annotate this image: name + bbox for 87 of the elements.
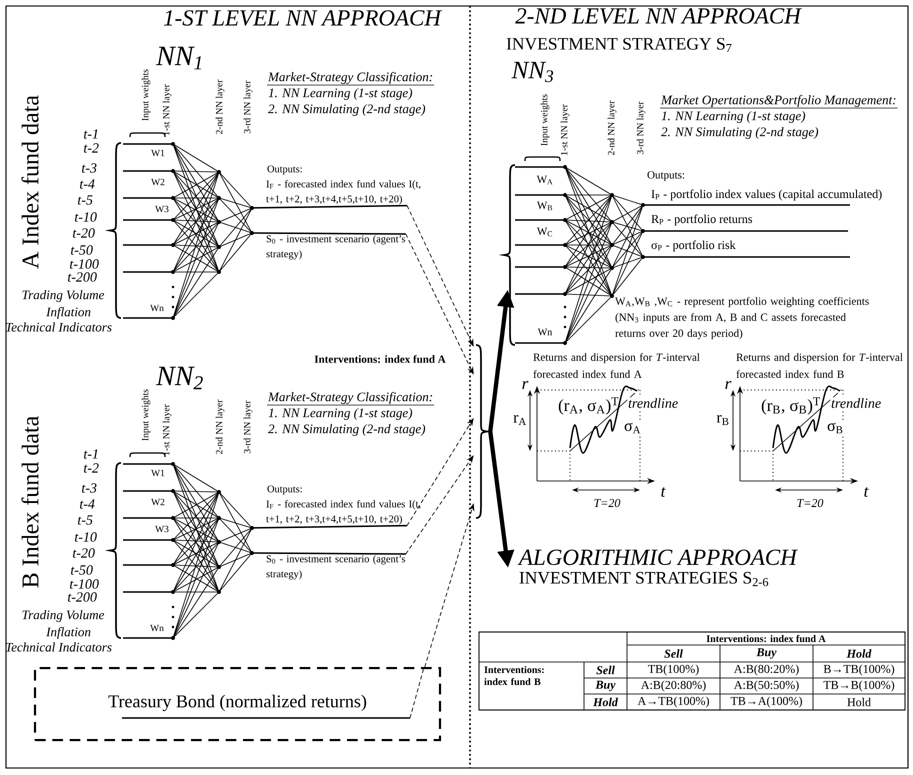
section-heading: Market-Strategy Classification:: [266, 72, 434, 86]
output-line: [252, 552, 406, 555]
column-header: Buy: [756, 648, 777, 659]
chart-title: Returns and dispersion for T-interval forecasted index fund B: [736, 353, 903, 378]
input-label: t-4: [80, 499, 95, 509]
axis-label: r: [725, 381, 732, 389]
list-item: 1. NN Learning (1-st stage): [268, 408, 412, 420]
layer-label: 3-rd NN layer: [244, 80, 252, 134]
trendline-label: trendline: [627, 397, 679, 409]
table-cell: TB→B(100%): [824, 680, 894, 692]
table-cell: A:B(20:80%): [640, 680, 706, 692]
brace: [476, 344, 488, 519]
input-label: Technical Indicators: [6, 642, 112, 652]
layer-label: 2-nd NN layer: [216, 400, 224, 454]
output-heading: Outputs:: [268, 486, 302, 495]
section-title: 1-ST LEVEL NN APPROACH: [164, 10, 442, 26]
output-heading: Outputs:: [268, 166, 302, 175]
section-title: INVESTMENT STRATEGY S$_{7}$: [506, 38, 732, 52]
layer-label: Input weights: [540, 94, 550, 146]
input-label: t-50: [71, 245, 93, 255]
table-cell: TB→A(100%): [730, 696, 802, 708]
trendline-label: trendline: [830, 397, 882, 409]
input-label: t-200: [68, 592, 97, 602]
row-header: Buy: [595, 680, 616, 692]
section-title: ALGORITHMIC APPROACH INVESTMENT STRATEGIES S$_{2-6}$: [518, 550, 798, 586]
input-label: t-10: [75, 212, 97, 222]
side-label: A Index fund data: [21, 95, 39, 269]
axis-label: t: [864, 487, 869, 497]
output-line: [252, 524, 408, 529]
input-label: t-20: [73, 228, 95, 238]
axis-label: r: [522, 381, 528, 389]
list-item: 2. NN Simulating (2-nd stage): [661, 127, 818, 139]
input-label: Inflation: [46, 307, 90, 319]
axis-label: t: [661, 487, 666, 497]
network-title: NN$_{2}$: [156, 366, 203, 390]
brace-label: Interventions: index fund A: [312, 354, 448, 364]
dashed-box: Treasury Bond (normalized returns): [34, 666, 442, 742]
row-header: Hold: [593, 698, 618, 706]
table-cell: A:B(80:20%): [734, 664, 799, 676]
point-label: σ$_{B}$: [826, 422, 844, 434]
table-cell: A→TB(100%): [638, 696, 709, 708]
output-line: [252, 204, 408, 209]
layer-label: 2-nd NN layer: [216, 80, 224, 134]
table-cell: B→TB(100%): [824, 664, 894, 676]
list-item: 2. NN Simulating (2-nd stage): [268, 104, 426, 116]
list-item: 1. NN Learning (1-st stage): [662, 111, 806, 123]
point-label: (r$_{A}$, σ$_{A}$)$^{T}$: [558, 397, 618, 415]
list-item: 2. NN Simulating (2-nd stage): [268, 424, 426, 436]
output-line: [252, 232, 406, 235]
column-header: Sell: [664, 649, 683, 658]
input-label: t-1: [84, 449, 98, 459]
output-text: S$_{0}$ - investment scenario (agent’s strategy): [266, 235, 406, 260]
input-label: t-20: [73, 548, 95, 558]
input-label: Inflation: [46, 627, 90, 639]
axis-label: r$_{B}$: [716, 415, 728, 425]
row-header: Sell: [596, 666, 615, 674]
input-label: t-3: [82, 163, 96, 173]
side-label: B Index fund data: [21, 416, 39, 588]
layer-label: Input weights: [142, 69, 150, 121]
output-text: S$_{0}$ - investment scenario (agent’s strategy): [266, 555, 406, 580]
point-label: (r$_{B}$, σ$_{B}$)$^{T}$: [762, 397, 820, 415]
input-label: t-5: [78, 515, 93, 525]
output-text: I$_{F}$ - forecasted index fund values I(t, t+1, t+2, t+3,t+4,t+5,t+10, t+20): [266, 500, 420, 525]
input-label: t-50: [71, 565, 93, 575]
output-text: I$_{F}$ - forecasted index fund values I(t, t+1, t+2, t+3,t+4,t+5,t+10, t+20): [266, 180, 420, 205]
column-header: Hold: [846, 649, 872, 658]
layer-label: Input weights: [142, 389, 150, 441]
layer-label: 3-rd NN layer: [244, 400, 252, 454]
section-title: 2-ND LEVEL NN APPROACH: [515, 8, 802, 24]
interval-label: T=20: [594, 498, 620, 508]
table-grid: [478, 632, 906, 710]
column-header: Interventions: index fund A: [706, 634, 826, 642]
list-item: 1. NN Learning (1-st stage): [268, 88, 412, 100]
section-heading: Market Opertations&Portfolio Management:: [660, 95, 898, 108]
interval-label: T=20: [797, 498, 824, 508]
input-label: t-3: [82, 483, 96, 493]
section-heading: Market-Strategy Classification:: [266, 392, 434, 406]
row-header: Interventions: index fund B: [484, 666, 544, 686]
table-cell: A:B(50:50%): [734, 680, 799, 692]
table-cell: Hold: [847, 698, 871, 706]
input-label: t-1: [84, 129, 98, 139]
table-cell: TB(100%): [648, 664, 699, 676]
input-label: Technical Indicators: [6, 322, 112, 332]
point-label: σ$_{A}$: [623, 422, 642, 434]
input-label: t-4: [80, 179, 95, 189]
input-label: t-5: [78, 195, 93, 205]
input-label: t-200: [68, 272, 97, 282]
